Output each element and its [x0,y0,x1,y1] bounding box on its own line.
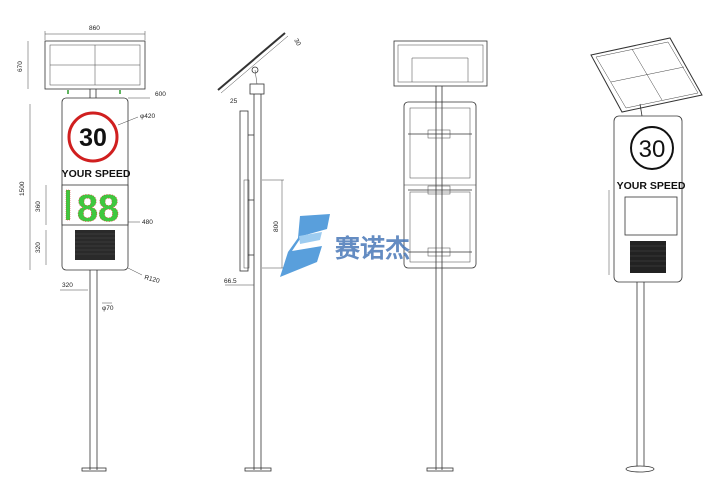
front-sign-body [61,97,129,271]
iso-speed-roundel [630,126,674,170]
dim-pole-diameter: φ70 [102,305,114,312]
iso-digit-display [624,196,678,236]
dim-roundel-diameter: φ420 [140,113,155,120]
watermark-text: 赛诺杰 [334,234,410,263]
dim-offset-bottom: 66.5 [224,278,237,285]
dim-panel-height: 670 [17,61,24,72]
dim-bracket-height: 800 [273,221,280,232]
dim-digit-height: 360 [35,201,42,212]
dim-total-height: 1500 [19,181,26,196]
speed-limit-value: 30 [79,124,107,152]
side-view: 30 25 800 66.5 [217,32,302,472]
watermark-logo-icon [280,214,330,277]
iso-solar-panel [590,37,703,113]
dim-panel-width: 860 [89,25,100,32]
your-speed-label: YOUR SPEED [62,168,131,180]
front-view: 860 670 600 30 φ420 YOUR SPEED 88 [17,25,166,472]
dim-corner-radius: R120 [143,274,160,285]
iso-speaker-grille [630,241,666,273]
watermark: 赛诺杰 [280,214,410,277]
speed-digit-display [61,184,129,226]
dim-sign-width: 600 [155,91,166,98]
iso-speed-limit-value: 30 [639,136,666,163]
speaker-grille [75,230,115,260]
rear-view [393,40,488,472]
dim-speaker-height: 320 [35,242,42,253]
speed-limit-roundel [67,111,119,163]
iso-sign-body [613,115,683,283]
dim-base-width: 320 [62,282,73,289]
speed-digits: 88 [77,188,119,230]
iso-your-speed-label: YOUR SPEED [617,180,686,192]
isometric-view: 30 YOUR SPEED [590,37,703,473]
dim-offset-top: 25 [230,98,238,105]
dim-tilt-angle: 30 [292,38,302,48]
dim-digit-width: 480 [142,219,153,226]
front-solar-panel [44,40,146,90]
